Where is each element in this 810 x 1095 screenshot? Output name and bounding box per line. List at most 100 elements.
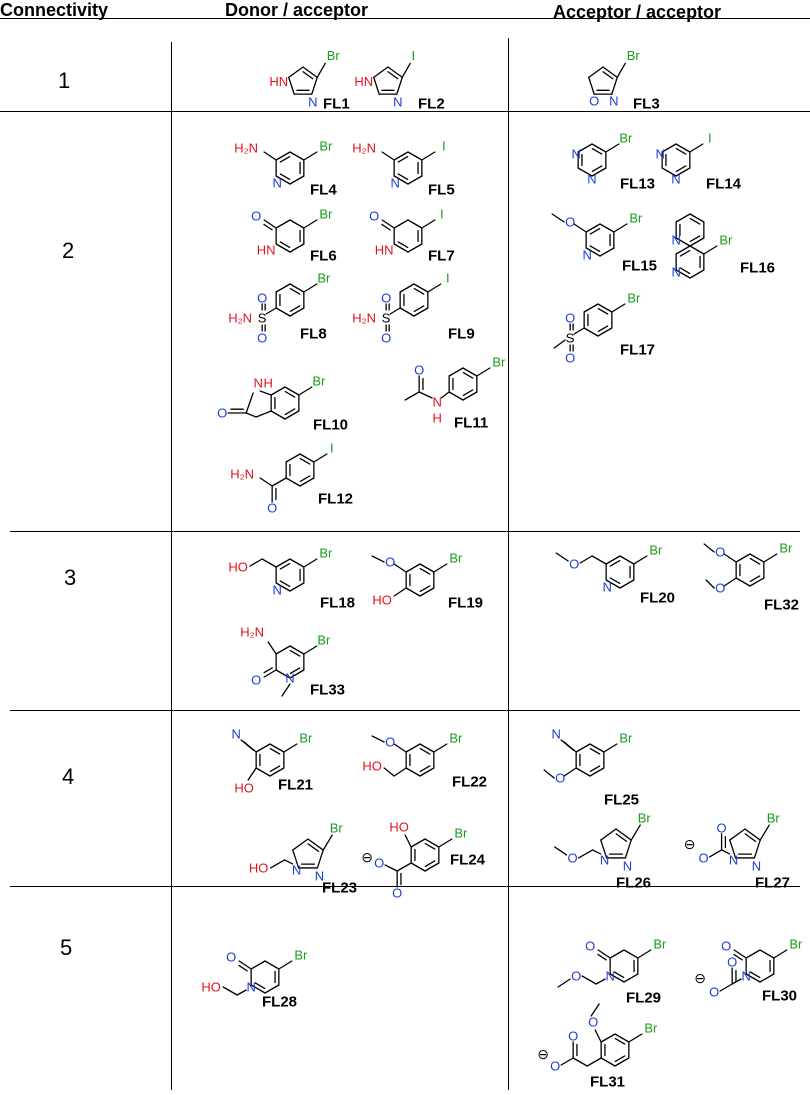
atom-label: H₂N	[352, 141, 376, 156]
atom-label: I	[411, 48, 415, 63]
atom-label: Br	[627, 48, 641, 63]
atom-label: O	[257, 291, 267, 306]
atom-label: O	[369, 209, 379, 224]
compound-fl22: Br OHO FL22	[362, 731, 487, 791]
atom-label: H₂N	[234, 141, 258, 156]
atom-label: H₂N	[352, 311, 376, 326]
atom-label: HN	[257, 243, 276, 258]
atom-label: Br	[789, 937, 803, 952]
compound-label: FL8	[300, 326, 327, 343]
atom-label: O	[571, 969, 581, 984]
atom-label: O	[565, 215, 575, 230]
atom-label: Br	[638, 811, 652, 826]
atom-label: Br	[619, 731, 633, 746]
compound-label: FL26	[616, 875, 651, 892]
atom-label: N	[600, 852, 609, 867]
atom-label: N	[671, 172, 680, 187]
header-connectivity: Connectivity	[0, 0, 109, 20]
column-divider-right	[508, 38, 510, 1090]
atom-label: ⊖	[537, 1046, 549, 1062]
atom-label: Br	[492, 355, 506, 370]
compound-label: FL22	[452, 774, 487, 791]
compound-label: FL19	[448, 595, 483, 612]
compound-label: FL6	[310, 248, 337, 265]
compound-label: FL13	[620, 176, 655, 193]
atom-label: N	[308, 95, 317, 110]
compound-label: FL5	[428, 182, 455, 199]
compound-label: FL30	[762, 988, 797, 1005]
compound-label: FL16	[740, 260, 775, 277]
atom-label: Br	[454, 826, 468, 841]
atom-label: N	[231, 727, 240, 742]
row-divider-3	[10, 710, 800, 712]
atom-label: O	[251, 673, 261, 688]
atom-label: HO	[372, 593, 392, 608]
atom-label: S	[566, 331, 575, 346]
atom-label: Br	[330, 821, 344, 836]
compound-label: FL24	[450, 852, 486, 869]
atom-label: HN	[269, 74, 288, 89]
atom-label: Br	[319, 139, 333, 154]
row-divider-2	[10, 531, 800, 533]
atom-label: O	[569, 557, 579, 572]
atom-label: Br	[449, 731, 463, 746]
atom-label: Br	[653, 937, 667, 952]
atom-label: Br	[317, 633, 331, 648]
compound-label: FL23	[322, 880, 357, 897]
atom-label: O	[568, 850, 578, 865]
atom-label: HO	[228, 560, 248, 575]
atom-label: ⊖	[684, 836, 696, 852]
atom-label: Br	[312, 374, 326, 389]
atom-label: I	[330, 441, 334, 456]
atom-label: O	[717, 820, 727, 835]
atom-label: I	[440, 207, 444, 222]
atom-label: N	[390, 176, 399, 191]
atom-label: Br	[627, 291, 641, 306]
atom-label: N	[253, 376, 262, 391]
compound-label: FL10	[313, 417, 348, 434]
atom-label: N	[752, 858, 761, 873]
atom-label: H₂N	[230, 467, 254, 482]
row-label-3: 3	[64, 565, 77, 590]
atom-label: O	[589, 94, 599, 109]
atom-label: N	[272, 583, 281, 598]
compound-label: FL20	[640, 590, 675, 607]
atom-label: Br	[619, 131, 633, 146]
atom-label: S	[258, 311, 267, 326]
atom-label: Br	[629, 211, 643, 226]
compound-label: FL4	[310, 182, 337, 199]
atom-label: N	[655, 147, 664, 162]
atom-label: O	[381, 291, 391, 306]
atom-label: O	[715, 545, 725, 560]
compound-label: FL2	[418, 96, 445, 113]
atom-label: HO	[362, 759, 382, 774]
compound-label: FL11	[454, 415, 488, 432]
compound-label: FL29	[626, 990, 661, 1007]
row-label-2: 2	[62, 238, 75, 263]
compound-label: FL9	[448, 326, 475, 343]
compound-label: FL3	[633, 96, 660, 113]
compound-label: FL17	[620, 342, 655, 359]
atom-label: O	[709, 985, 719, 1000]
compound-label: FL15	[622, 258, 657, 275]
atom-label: H₂N	[228, 311, 252, 326]
atom-label: I	[442, 139, 446, 154]
atom-label: Br	[327, 48, 341, 63]
atom-label: O	[385, 735, 395, 750]
